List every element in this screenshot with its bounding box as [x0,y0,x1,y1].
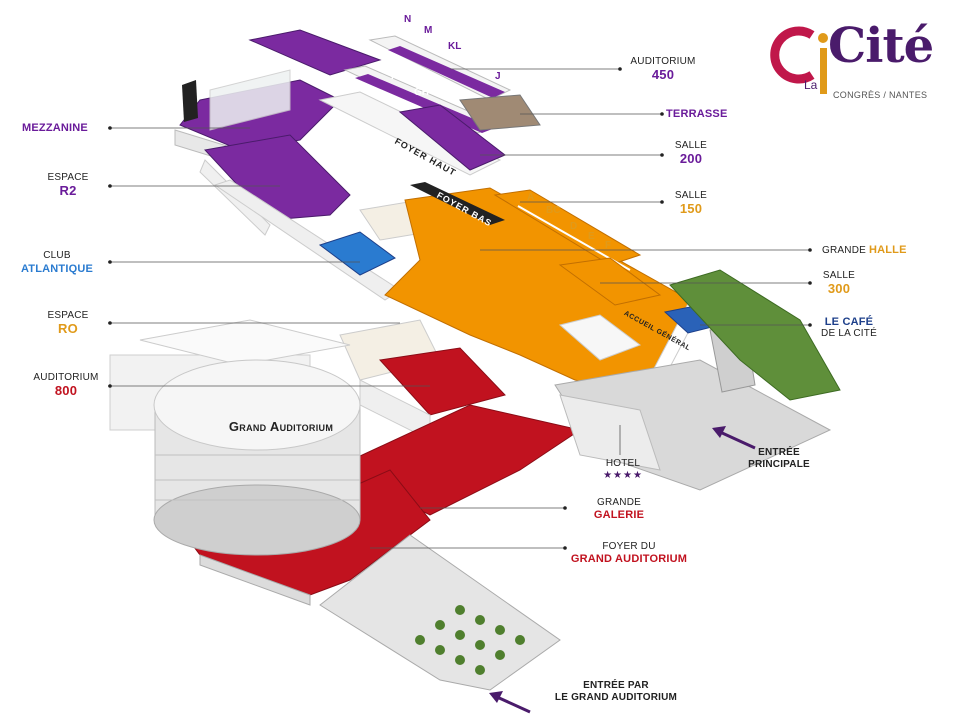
label-terrasse[interactable]: TERRASSE [666,108,728,120]
logo-wordmark: Cité [828,18,934,74]
label-club-atlantique[interactable]: CLUB ATLANTIQUE [14,250,100,276]
label-le-cafe-line1: LE CAFÉ [824,316,874,328]
label-auditorium-450-line2: 450 [651,67,675,82]
dark-panel [182,80,198,122]
label-le-cafe-line2: DE LA CITÉ [821,328,877,339]
label-grand-auditorium[interactable]: Grand Auditorium [228,419,334,434]
label-grande-halle-line2: HALLE [868,244,907,256]
room-letter-a[interactable]: A [527,192,535,203]
garden-right [669,269,841,401]
label-hotel[interactable]: HOTEL ★★★★ [598,458,648,482]
label-auditorium-800-line2: 800 [54,383,78,398]
label-espace-r2-line1: ESPACE [47,172,89,183]
label-auditorium-450-line1: AUDITORIUM [630,56,696,67]
label-salle-200-line2: 200 [679,151,703,166]
grand-auditorium-tower-top [139,319,351,366]
grand-auditorium-base [153,484,361,556]
label-grande-galerie[interactable]: GRANDE GALERIE [586,497,652,521]
label-grande-galerie-line1: GRANDE [597,497,641,508]
label-espace-ro[interactable]: ESPACE RO [40,310,96,336]
label-salle-150-line2: 150 [679,201,703,216]
label-foyer-ga-line2: GRAND AUDITORIUM [570,553,688,565]
label-entree-ga-line2: LE GRAND AUDITORIUM [554,692,678,703]
label-club-line2: ATLANTIQUE [20,263,94,275]
room-letter-i[interactable]: I [391,71,394,82]
label-auditorium-800-line1: AUDITORIUM [33,372,99,383]
room-letter-j[interactable]: J [495,71,501,82]
accueil-general-area[interactable] [558,314,642,361]
label-grande-halle-line1: GRANDE [822,245,869,256]
label-salle-300-line1: SALLE [822,270,856,281]
label-auditorium-800[interactable]: AUDITORIUM 800 [26,372,106,398]
hotel-stars: ★★★★ [603,470,643,481]
room-letter-kl[interactable]: KL [448,41,462,52]
label-salle-150-line1: SALLE [674,190,708,201]
room-letter-e[interactable]: E [588,231,595,242]
label-espace-r2[interactable]: ESPACE R2 [40,172,96,198]
club-atlantique-floor[interactable] [318,231,396,276]
grand-auditorium-glazing [155,454,360,501]
arrow-entree-principale [712,426,756,450]
label-salle-300[interactable]: SALLE 300 [814,270,864,296]
salle-150-rooms[interactable] [493,189,642,266]
room-letter-d[interactable]: D [570,221,578,232]
label-foyer-grand-auditorium[interactable]: FOYER DU GRAND AUDITORIUM [566,541,692,565]
grand-auditorium-roof[interactable] [153,359,361,451]
logo-la: La [804,78,818,92]
label-salle-150[interactable]: SALLE 150 [666,190,716,216]
label-salle-200-line1: SALLE [674,140,708,151]
leader-dots [108,67,812,550]
room-letter-f[interactable]: F [605,240,612,251]
rooms-ighj-floor[interactable] [355,74,495,133]
room-letter-n[interactable]: N [404,14,412,25]
label-grande-galerie-line2: GALERIE [593,509,645,521]
arrow-entree-grand-auditorium [489,691,531,714]
label-salle-300-line2: 300 [827,281,851,296]
label-espace-ro-line2: RO [58,321,78,336]
leader-lines [108,68,810,549]
logo-mark [770,26,828,94]
salle-300-floor[interactable] [558,257,662,306]
auditorium-800-floor[interactable] [379,347,506,416]
label-entree-principale-line2: PRINCIPALE [748,459,810,470]
room-letter-bc[interactable]: BC [546,205,561,216]
label-le-cafe[interactable]: LE CAFÉ DE LA CITÉ [812,316,886,340]
label-entree-principale[interactable]: ENTRÉE PRINCIPALE [734,447,824,471]
terrasse-floor[interactable] [459,94,541,131]
label-espace-r2-line2: R2 [59,183,77,198]
foyer-bas-banner [410,182,505,225]
label-grande-halle[interactable]: GRANDE HALLE [822,244,907,257]
label-entree-grand-auditorium[interactable]: ENTRÉE PAR LE GRAND AUDITORIUM [536,680,696,704]
room-letter-m[interactable]: M [424,25,433,36]
foyer-front-wall [199,554,311,606]
label-auditorium-450[interactable]: AUDITORIUM 450 [622,56,704,82]
hotel-block[interactable] [559,394,661,471]
label-mezzanine[interactable]: MEZZANINE [22,122,88,134]
label-entree-ga-line1: ENTRÉE PAR [583,680,649,691]
logo-subtitle: CONGRÈS / NANTES [833,90,928,100]
ramp-trees [415,605,525,675]
label-hotel-text: HOTEL [605,458,641,469]
rooms-nmkl-floor[interactable] [388,46,505,98]
label-club-line1: CLUB [43,250,71,261]
glass-wall [209,69,291,131]
label-entree-principale-line1: ENTRÉE [758,447,800,458]
label-foyer-ga-line1: FOYER DU [602,541,656,552]
espace-r2-floor[interactable] [204,134,351,221]
label-mezzanine-text: MEZZANINE [22,122,88,134]
label-espace-ro-line1: ESPACE [47,310,89,321]
label-salle-200[interactable]: SALLE 200 [666,140,716,166]
auditorium-450-block[interactable] [248,29,382,76]
room-letter-gh[interactable]: GH [414,87,429,98]
label-terrasse-text: TERRASSE [666,108,728,120]
